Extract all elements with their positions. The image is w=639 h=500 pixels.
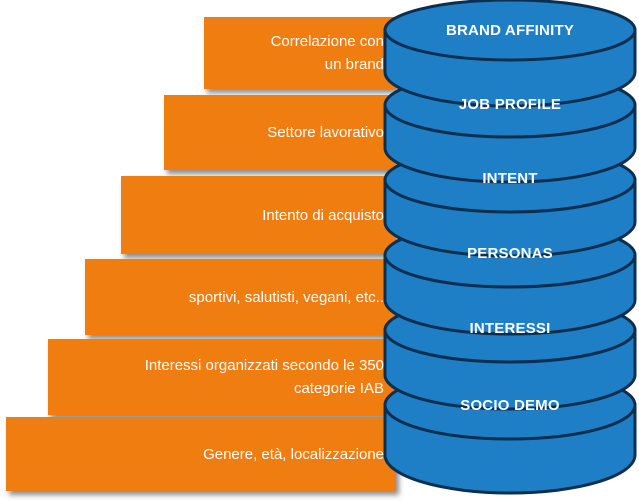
level-label-socio-demo: SOCIO DEMO [460,397,560,414]
level-label-job-profile: JOB PROFILE [458,96,562,113]
step-interessi: Interessi organizzati secondo le 350 cat… [48,339,396,415]
step-label-line: Genere, età, localizzazione [203,445,384,463]
step-label-line: categorie IAB [293,380,384,397]
step-socio-demo: Genere, età, localizzazione [6,417,396,491]
step-label-line: sportivi, salutisti, vegani, etc.. [188,288,384,306]
level-label-intent: INTENT [482,170,538,187]
step-personas: sportivi, salutisti, vegani, etc.. [85,259,396,335]
step-label-line: Correlazione con [270,33,384,50]
level-label-brand-affinity: BRAND AFFINITY [445,22,575,39]
step-label-line: Settore lavorativo [267,124,384,141]
disc-brand-affinity [383,0,637,108]
step-label-line: un brand [324,56,384,73]
level-label-interessi: INTERESSI [469,320,551,337]
step-brand-affinity: Correlazione con un brand [204,17,396,89]
level-label-personas: PERSONAS [467,245,553,262]
step-intent: Intento di acquisto [121,176,396,254]
step-job-profile: Settore lavorativo [164,95,396,170]
step-label-line: Intento di acquisto [262,206,384,224]
step-label-line: Interessi organizzati secondo le 350 [144,357,384,374]
